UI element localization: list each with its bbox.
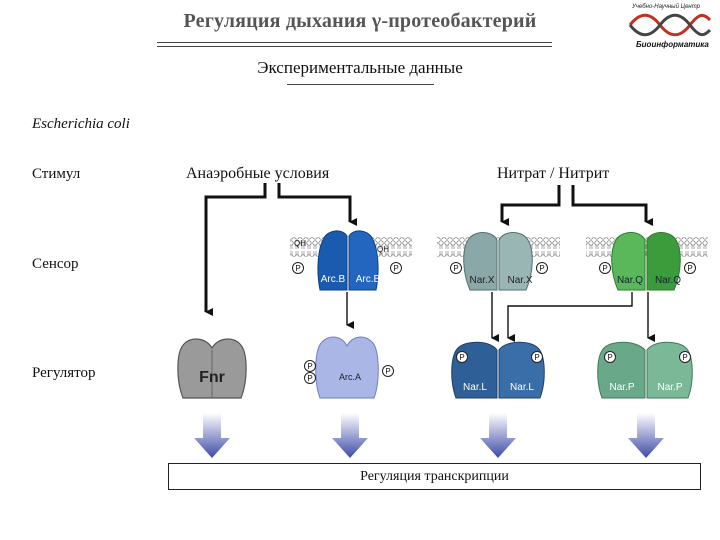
narx-right-label: Nar.X	[507, 275, 532, 286]
phospho-label: P	[295, 264, 300, 273]
phospho-label: P	[459, 353, 464, 362]
narl-right-label: Nar.L	[510, 382, 534, 393]
subtitle-underline	[287, 84, 434, 85]
narx-left-label: Nar.X	[469, 275, 494, 286]
narq-sensor: Nar.Q Nar.Q P P	[599, 232, 696, 291]
organism-label: Escherichia coli	[32, 116, 130, 132]
qh-right-label: QH	[377, 245, 389, 254]
arca-regulator: Arc.A P P P	[304, 336, 394, 399]
fnr-output-arrow	[194, 413, 230, 458]
narq-right-label: Nar.Q	[655, 275, 681, 286]
stimulus-nitrate: Нитрат / Нитрит	[497, 165, 610, 182]
phospho-label: P	[393, 264, 398, 273]
phospho-label: P	[607, 353, 612, 362]
transcription-arrows	[194, 413, 664, 458]
anaerobic-connector	[204, 183, 357, 316]
narp-left-label: Nar.P	[609, 382, 634, 393]
transcription-regulation-box: Регуляция транскрипции	[168, 463, 701, 490]
phospho-label: P	[307, 362, 312, 371]
row-label-stimulus: Стимул	[32, 166, 81, 182]
phospho-label: P	[602, 264, 607, 273]
arcb-sensor: Arc.B Arc.B QH QH P P	[292, 230, 402, 291]
nitrate-connector	[500, 185, 653, 226]
phospho-label: P	[687, 264, 692, 273]
stimulus-anaerobic: Анаэробные условия	[186, 165, 330, 182]
arca-label: Arc.A	[339, 372, 361, 382]
logo-bottom-text: Биоинформатика	[636, 40, 709, 49]
narp-regulator: Nar.P Nar.P P P	[597, 341, 693, 399]
narx-sensor: Nar.X Nar.X P P	[450, 232, 548, 291]
logo-top-text: Учебно-Научный Центр	[632, 4, 700, 10]
narp-right-label: Nar.P	[657, 382, 682, 393]
narl-output-arrow	[480, 413, 516, 458]
page-subtitle: Экспериментальные данные	[257, 58, 463, 77]
fnr-regulator: Fnr	[177, 338, 247, 399]
phospho-label: P	[453, 264, 458, 273]
qh-left-label: QH	[294, 239, 306, 248]
phospho-label: P	[385, 367, 390, 376]
arcb-right-label: Arc.B	[356, 274, 381, 285]
phospho-label: P	[534, 353, 539, 362]
row-label-regulator: Регулятор	[32, 365, 96, 381]
narq-left-label: Nar.Q	[617, 275, 643, 286]
dna-logo-icon	[628, 13, 712, 37]
phospho-label: P	[682, 353, 687, 362]
phospho-label: P	[307, 374, 312, 383]
arcb-left-label: Arc.B	[321, 274, 346, 285]
phospho-label: P	[539, 264, 544, 273]
narl-regulator: Nar.L Nar.L P P	[451, 341, 545, 399]
narl-left-label: Nar.L	[463, 382, 487, 393]
narp-output-arrow	[628, 413, 664, 458]
phosphorelay-arrows	[346, 292, 655, 342]
title-underline	[157, 42, 552, 43]
row-label-sensor: Сенсор	[32, 256, 79, 272]
page-title: Регуляция дыхания γ-протеобактерий	[183, 10, 537, 32]
fnr-label: Fnr	[199, 369, 225, 386]
arca-output-arrow	[332, 413, 368, 458]
title-underline-2	[157, 46, 552, 47]
